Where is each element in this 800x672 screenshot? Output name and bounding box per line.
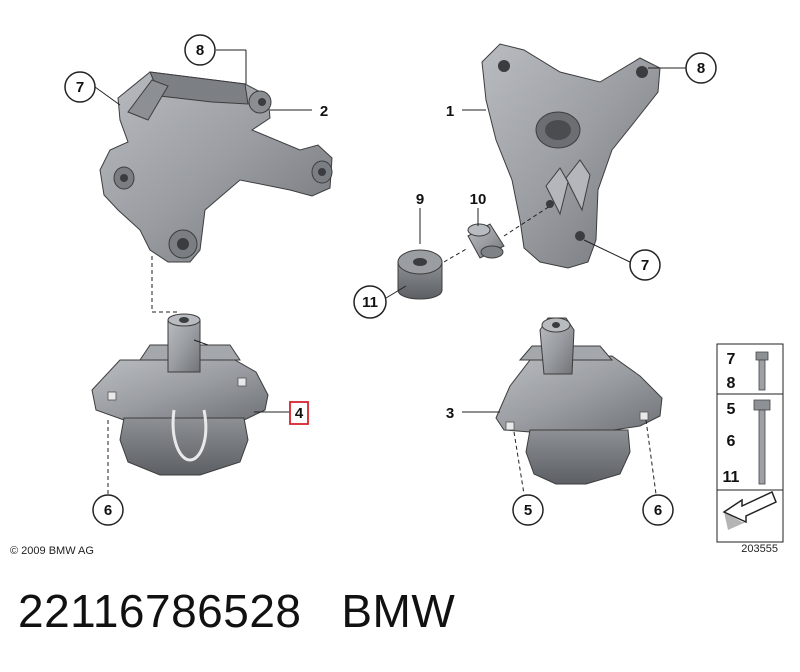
callout-8-top-left: 8 bbox=[196, 42, 204, 59]
legend-7: 7 bbox=[727, 351, 736, 368]
label-10: 10 bbox=[470, 191, 487, 208]
right-bracket-callouts: 1 8 7 bbox=[446, 52, 717, 281]
diagram-id: 203555 bbox=[741, 543, 778, 555]
callout-7-right: 7 bbox=[641, 257, 649, 274]
arrow-icon bbox=[722, 490, 777, 530]
legend-8: 8 bbox=[727, 375, 736, 392]
rubber-bushing bbox=[397, 249, 443, 300]
short-bolt-icon bbox=[755, 351, 769, 391]
legend-5: 5 bbox=[727, 401, 736, 418]
callout-5-right: 5 bbox=[524, 502, 532, 519]
legend-6: 6 bbox=[727, 433, 736, 450]
left-mount-callouts: 4 6 bbox=[92, 339, 309, 526]
callout-7-left: 7 bbox=[76, 79, 84, 96]
left-bracket-callouts: 8 7 2 bbox=[64, 34, 328, 120]
bushing-callouts: 9 10 11 bbox=[353, 191, 551, 319]
label-9: 9 bbox=[416, 191, 424, 208]
label-2: 2 bbox=[320, 103, 328, 120]
right-engine-mount bbox=[495, 317, 663, 485]
left-engine-mount bbox=[91, 313, 269, 476]
callout-6-right: 6 bbox=[654, 502, 662, 519]
highlight-box bbox=[289, 401, 309, 425]
long-bolt-icon bbox=[753, 399, 771, 485]
bolt-legend-panel: 7 8 5 6 11 bbox=[716, 343, 784, 543]
right-mount-callouts: 3 5 6 bbox=[446, 405, 674, 526]
label-4-highlighted: 4 bbox=[295, 405, 304, 422]
right-engine-bracket bbox=[481, 43, 661, 269]
part-number-heading: 22116786528 BMW bbox=[18, 585, 456, 637]
legend-11: 11 bbox=[723, 469, 740, 486]
label-3: 3 bbox=[446, 405, 454, 422]
left-engine-bracket bbox=[99, 71, 333, 263]
label-1: 1 bbox=[446, 103, 454, 120]
callout-8-right: 8 bbox=[697, 60, 705, 77]
callout-6-left: 6 bbox=[104, 502, 112, 519]
callout-circle bbox=[184, 34, 216, 66]
callout-11: 11 bbox=[362, 294, 378, 311]
spacer-sleeve bbox=[467, 223, 505, 259]
copyright-text: © 2009 BMW AG bbox=[10, 545, 94, 557]
